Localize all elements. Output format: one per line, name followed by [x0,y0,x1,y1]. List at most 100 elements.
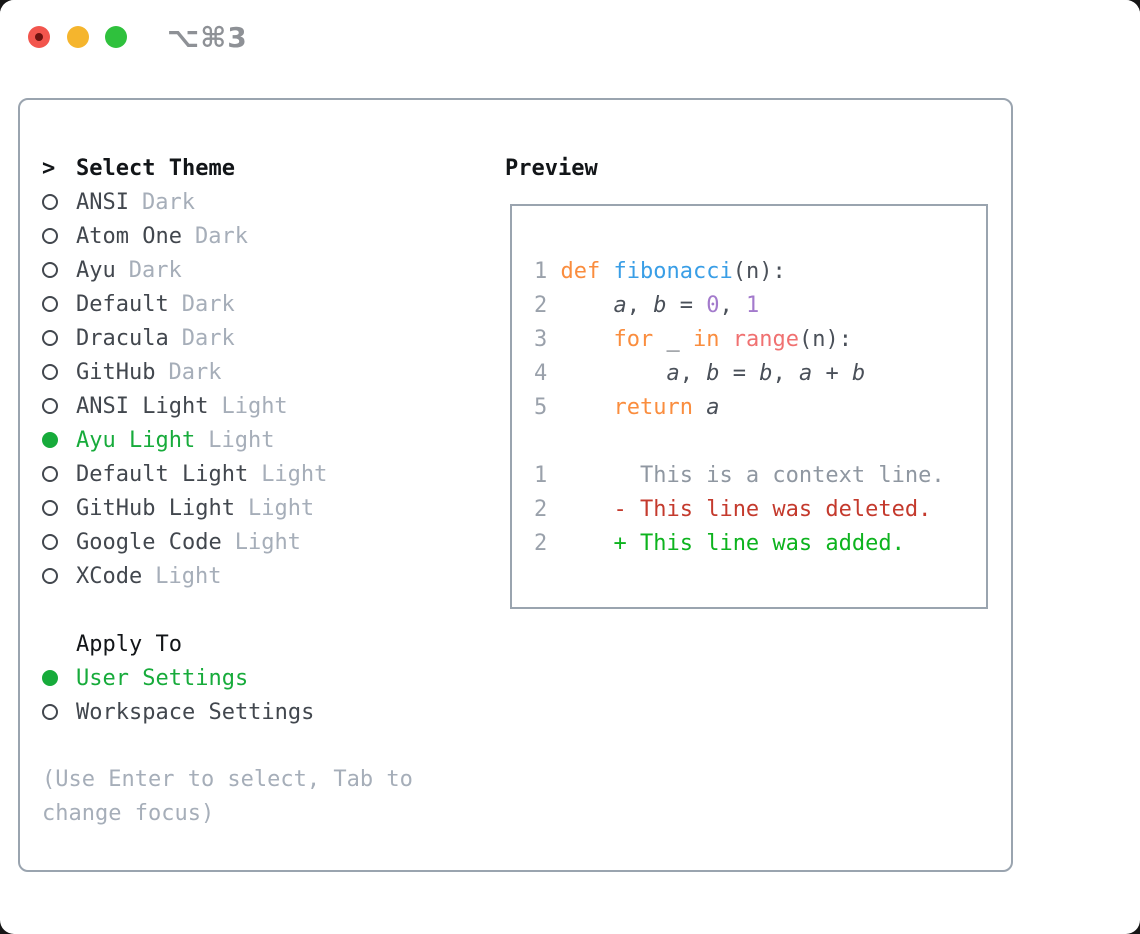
radio-unselected-icon [42,389,76,423]
code-token-fg: , [679,361,707,386]
radio-unselected-icon [42,185,76,219]
option-label: Google Code [76,529,222,555]
code-token-num: 1 [534,259,561,284]
code-token-fg [561,361,667,386]
option-variant-label: Light [221,393,288,419]
theme-option[interactable]: Default Light Light [42,457,482,491]
focus-caret-icon: > [42,155,56,181]
code-token-num: 2 [534,293,561,318]
option-variant-label: Dark [168,359,222,385]
code-token-fg: , [719,293,746,318]
option-label: Default [76,291,169,317]
option-variant-label: Light [247,495,315,521]
window-minimize-button[interactable] [67,26,89,48]
code-token-var: a [666,361,680,386]
code-token-ctx: This is a context line. [560,463,945,488]
radio-unselected-icon [42,695,76,729]
preview-line: 3 for _ in range(n): [534,323,986,357]
radio-unselected-icon [42,253,76,287]
apply-to-header: Apply To [76,631,182,657]
option-label: Ayu [76,257,116,283]
radio-unselected-icon [42,287,76,321]
radio-unselected-icon [42,219,76,253]
option-label: ANSI Light [76,393,209,419]
code-token-const: 0 [706,293,720,318]
code-token-fg [561,497,614,522]
theme-option[interactable]: ANSI Light Light [42,389,482,423]
code-token-var: b [653,293,667,318]
code-token-num: 3 [534,327,561,352]
preview-line: 2 + This line was added. [534,527,986,561]
code-token-num: 5 [534,395,561,420]
code-token-fg [561,327,614,352]
code-token-fg: , [772,361,799,386]
window-zoom-button[interactable] [105,26,127,48]
option-variant-label: Dark [181,291,235,317]
option-label: ANSI [76,189,129,215]
code-token-kw: for [613,327,654,352]
code-token-var: b [759,361,773,386]
option-label: Ayu Light [76,427,196,453]
option-label: GitHub Light [76,495,235,521]
code-token-var: b [851,361,866,386]
code-token-num: 1 [534,463,561,488]
option-variant-label: Light [261,461,328,487]
code-token-fg: = [719,361,760,386]
theme-option[interactable]: Google Code Light [42,525,482,559]
keyboard-hint-text: (Use Enter to select, Tab to change focu… [42,767,413,826]
radio-unselected-icon [42,355,76,389]
preview-line [534,425,986,459]
option-variant-label: Light [234,529,301,555]
theme-option[interactable]: ANSI Dark [42,185,482,219]
option-label: Dracula [76,325,169,351]
radio-selected-icon [42,661,76,695]
preview-line: 1 This is a context line. [534,459,986,493]
radio-unselected-icon [42,559,76,593]
preview-header: Preview [505,155,598,181]
code-token-fg: _ [653,327,693,352]
radio-unselected-icon [42,321,76,355]
code-token-kw: return [613,395,693,420]
apply-to-option[interactable]: Workspace Settings [42,695,482,729]
code-token-var: a [798,361,813,386]
apply-to-option[interactable]: User Settings [42,661,482,695]
option-variant-label: Light [208,427,275,453]
option-variant-label: Light [155,563,222,589]
marker-spacer [42,627,76,661]
code-token-const: 1 [745,293,760,318]
code-token-var: b [706,361,720,386]
radio-unselected-icon [42,491,76,525]
theme-option[interactable]: Ayu Light Light [42,423,482,457]
code-token-num: 2 [534,531,561,556]
code-token-num: 2 [534,497,561,522]
option-label: GitHub [76,359,156,385]
code-token-fg: (n): [798,327,852,352]
option-label: Workspace Settings [76,699,315,725]
code-token-fg [561,293,614,318]
window-close-button[interactable] [28,26,50,48]
theme-option[interactable]: Default Dark [42,287,482,321]
theme-option[interactable]: GitHub Light Light [42,491,482,525]
theme-option[interactable]: GitHub Dark [42,355,482,389]
option-variant-label: Dark [141,189,195,215]
radio-selected-icon [42,423,76,457]
option-label: Default Light [76,461,249,487]
code-token-rng: range [732,327,799,352]
window-shortcut-label: ⌥⌘3 [167,21,248,54]
option-variant-label: Dark [128,257,182,283]
preview-line: 5 return a [534,391,986,425]
window-titlebar: ⌥⌘3 [0,0,1140,70]
spacer-row [42,593,482,627]
theme-option[interactable]: Ayu Dark [42,253,482,287]
code-token-del: - This line was deleted. [613,497,932,522]
preview-line: 2 - This line was deleted. [534,493,986,527]
code-token-fn: fibonacci [613,259,733,284]
